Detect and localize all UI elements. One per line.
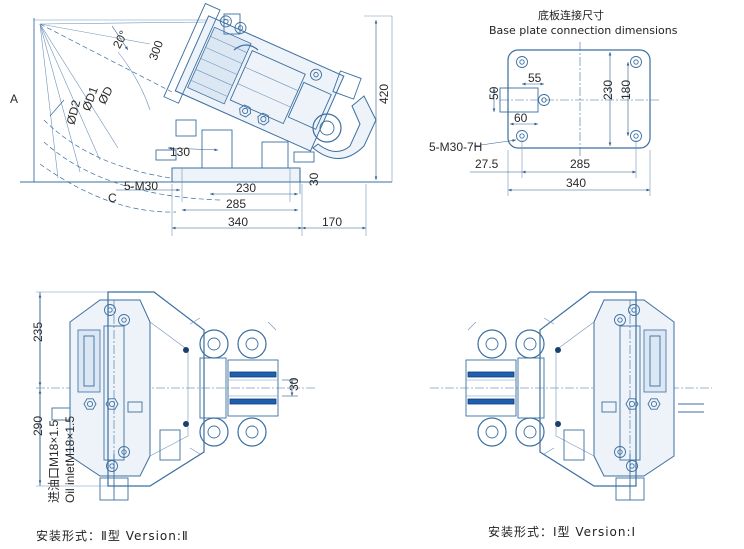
angle-label: 20°: [110, 28, 131, 51]
side-view: A C 20° ØD ØD1 ØD2 300 130 420 5-M30 230…: [10, 2, 393, 236]
bp-thread: 5-M30-7H: [429, 140, 482, 154]
dim-340: 340: [228, 215, 248, 229]
label-c: C: [108, 191, 117, 205]
bp-dim-340: 340: [566, 176, 586, 190]
bp-dim-230: 230: [601, 80, 615, 100]
front-view-version-ii: 235 290 30 进油口M18×1.5 Oil inletM18×1.5 安…: [31, 291, 316, 543]
dim-30: 30: [307, 172, 321, 186]
dim-285: 285: [226, 197, 246, 211]
label-a: A: [10, 92, 18, 106]
bp-dim-50: 50: [487, 86, 501, 100]
baseplate-view: 底板连接尺寸 Base plate connection dimensions …: [429, 8, 678, 196]
dim-130: 130: [170, 145, 190, 159]
caption-version-i: 安装形式：Ⅰ型 Version:Ⅰ: [488, 524, 636, 539]
dia-d2-label: ØD2: [64, 98, 84, 126]
bolts-label: 5-M30: [124, 179, 158, 193]
fv2-dim-290: 290: [31, 416, 45, 436]
bp-dim-180: 180: [619, 80, 633, 100]
fv2-dim-235: 235: [31, 322, 45, 342]
dim-420: 420: [377, 84, 391, 104]
bp-dim-27-5: 27.5: [475, 157, 499, 171]
oil-inlet-cn: 进油口M18×1.5: [47, 420, 61, 503]
dim-230: 230: [236, 181, 256, 195]
dim-170: 170: [322, 215, 342, 229]
baseplate-title-en: Base plate connection dimensions: [489, 24, 678, 37]
dim-300: 300: [146, 38, 166, 62]
fv2-dim-30: 30: [287, 377, 301, 391]
bp-dim-55: 55: [528, 71, 542, 85]
bp-dim-285: 285: [570, 157, 590, 171]
baseplate-title-cn: 底板连接尺寸: [538, 8, 604, 22]
front-view-version-i: 安装形式：Ⅰ型 Version:Ⅰ: [430, 291, 712, 539]
bp-dim-60: 60: [514, 111, 528, 125]
oil-inlet-en: Oil inletM18×1.5: [63, 416, 77, 503]
caption-version-ii: 安装形式：Ⅱ型 Version:Ⅱ: [36, 528, 189, 543]
